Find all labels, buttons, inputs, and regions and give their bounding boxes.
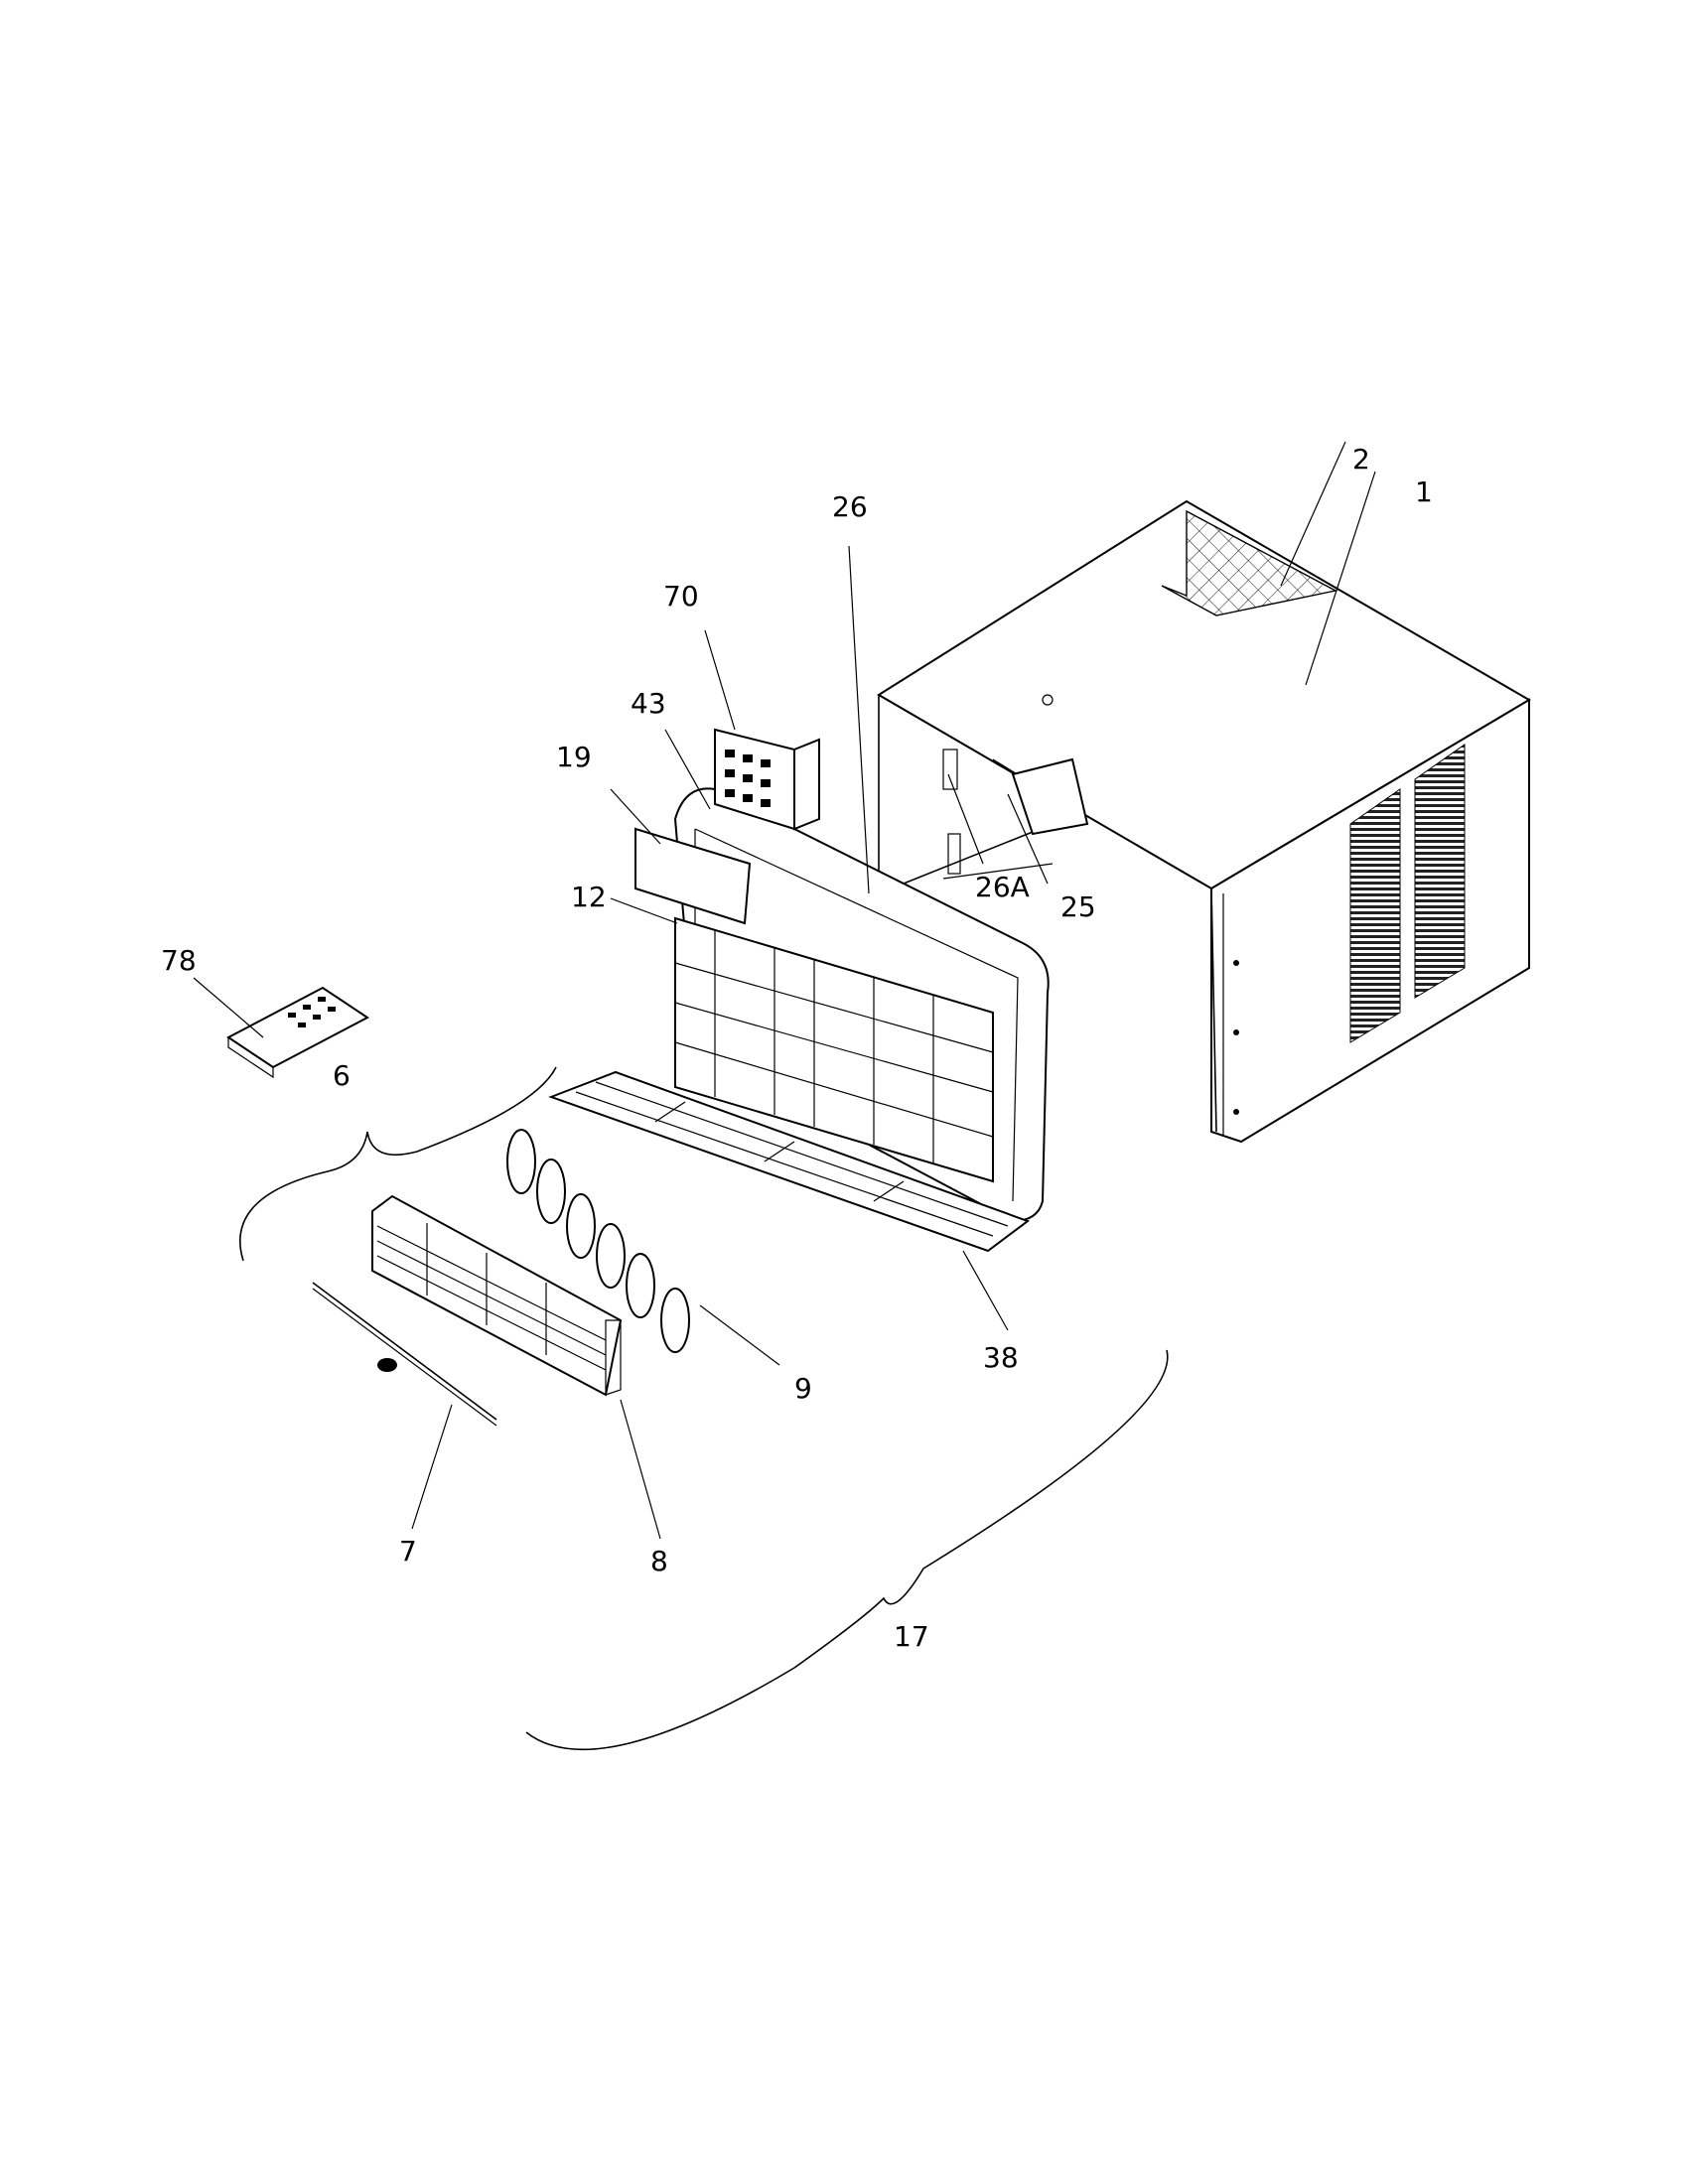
brace-6 <box>239 1066 557 1262</box>
callout-6: 6 <box>333 1059 351 1092</box>
callout-26: 26 <box>832 490 868 523</box>
label-part <box>634 827 752 925</box>
callout-12: 12 <box>571 881 607 913</box>
callout-7: 7 <box>399 1535 417 1568</box>
insulation-part <box>1161 509 1338 616</box>
brace-17 <box>525 1349 1169 1751</box>
callout-38: 38 <box>983 1341 1019 1374</box>
drain-tray-part <box>548 1070 1031 1253</box>
filter-part <box>674 916 994 1183</box>
control-panel-part <box>714 728 820 831</box>
cabinet-part <box>877 499 1531 1144</box>
callout-26a: 26A <box>975 871 1030 903</box>
callout-2: 2 <box>1352 443 1370 476</box>
leader-lines <box>193 441 1376 1540</box>
callout-8: 8 <box>650 1545 668 1577</box>
callout-19: 19 <box>556 741 592 773</box>
grille-part <box>371 1194 623 1397</box>
louver-link-part <box>312 1282 497 1427</box>
callout-25: 25 <box>1060 890 1096 923</box>
callout-78: 78 <box>161 944 197 977</box>
callout-70: 70 <box>663 580 699 613</box>
callout-1: 1 <box>1415 476 1433 508</box>
louvers-part <box>506 1129 690 1353</box>
remote-control-part <box>226 986 369 1079</box>
side-vents <box>1349 744 1466 1043</box>
callout-17: 17 <box>894 1620 929 1653</box>
callout-43: 43 <box>631 687 666 720</box>
callout-9: 9 <box>794 1372 812 1405</box>
